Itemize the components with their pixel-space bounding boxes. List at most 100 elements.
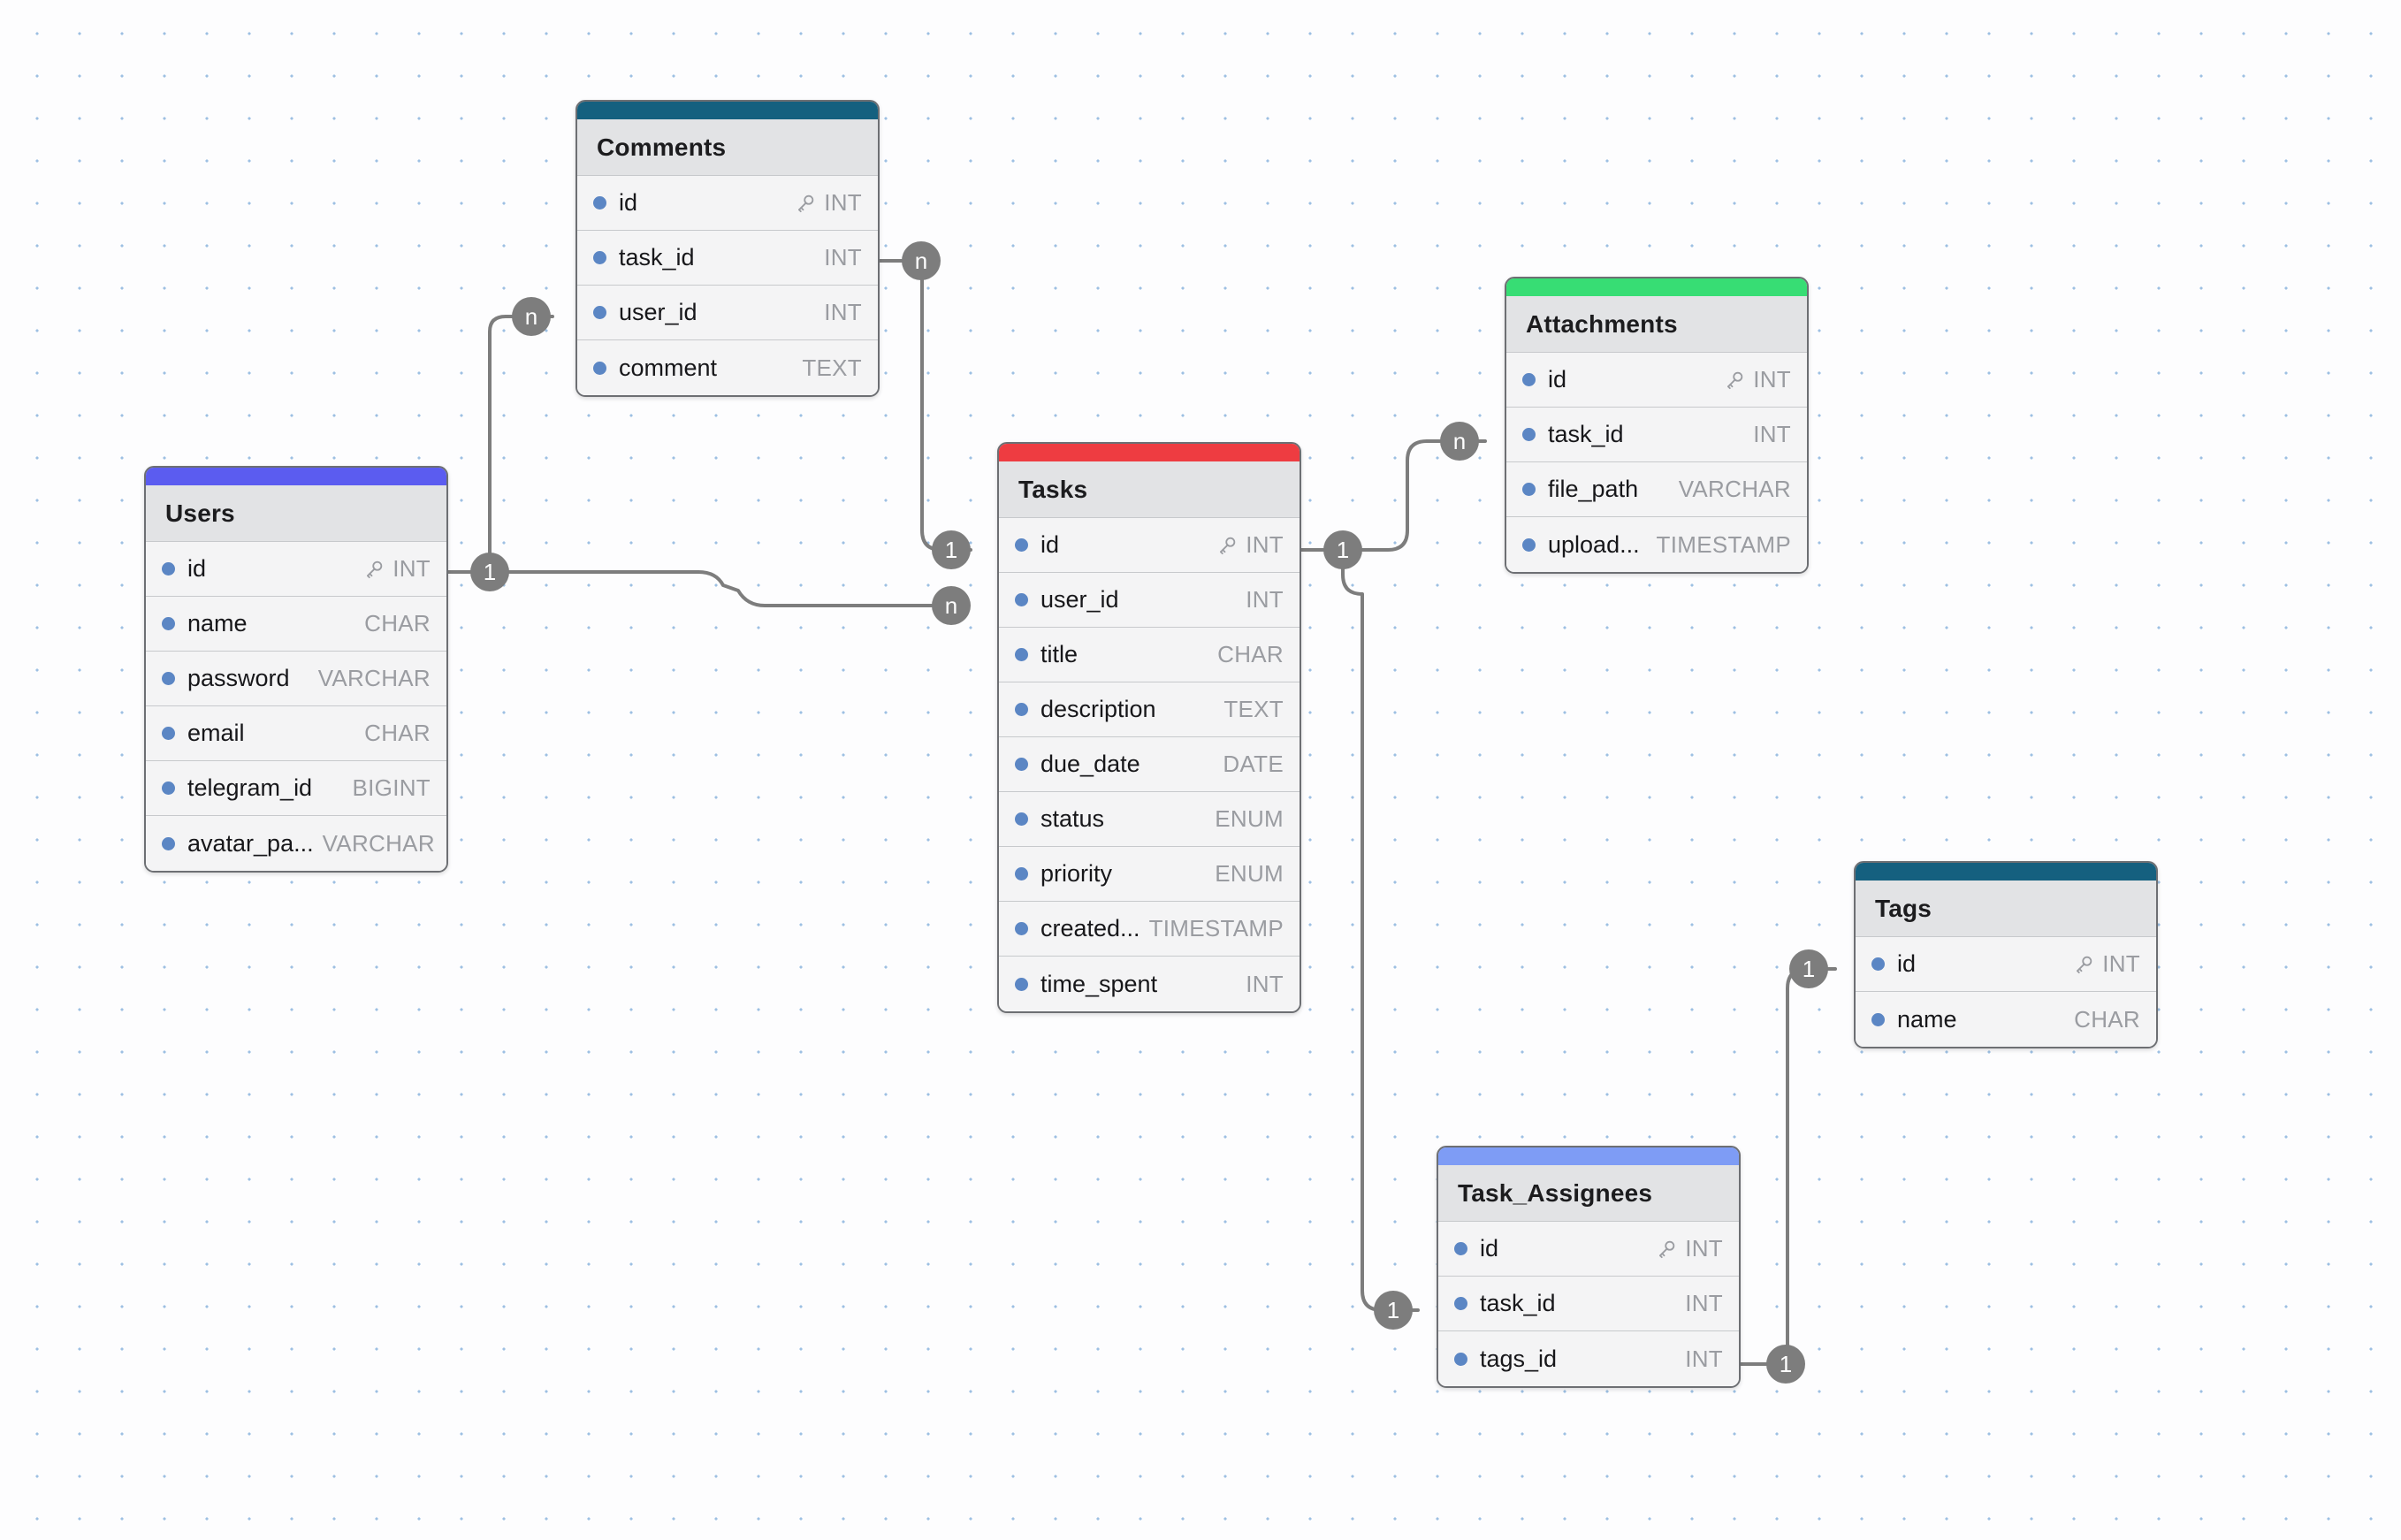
table-accent-bar (1438, 1147, 1739, 1165)
primary-key-icon (362, 558, 385, 581)
column-bullet-icon (1015, 703, 1028, 717)
relationship-edge-tasks-task_assignees[interactable] (1341, 553, 1420, 1312)
table-row[interactable]: avatar_pa...VARCHAR (146, 816, 446, 872)
column-type: VARCHAR (1678, 476, 1791, 503)
relationship-edge-users-tasks[interactable] (446, 570, 955, 607)
column-name: id (1480, 1235, 1499, 1262)
column-type: INT (1246, 970, 1284, 997)
column-bullet-icon (1454, 1297, 1467, 1311)
cardinality-badge-tasks-attachments-n[interactable]: n (1440, 422, 1479, 461)
column-bullet-icon (1871, 1012, 1885, 1026)
table-row[interactable]: task_id INT (1506, 408, 1807, 463)
cardinality-badge-task_assignees-tags-1[interactable]: 1 (1789, 949, 1828, 988)
column-bullet-icon (1871, 957, 1885, 972)
relationship-edge-task_assignees-tags[interactable] (1739, 967, 1837, 1366)
cardinality-badge-users-comments-n[interactable]: n (512, 297, 551, 336)
column-bullet-icon (1522, 373, 1536, 387)
column-name: description (1040, 696, 1156, 723)
column-name: name (1897, 1005, 1957, 1033)
table-row[interactable]: upload... TIMESTAMP (1506, 517, 1807, 573)
column-bullet-icon (162, 617, 175, 631)
column-type: INT (1753, 421, 1791, 448)
column-type: CHAR (2074, 1005, 2140, 1033)
cardinality-badge-task_assignees-tags-1[interactable]: 1 (1766, 1345, 1805, 1384)
column-name: task_id (619, 244, 695, 271)
cardinality-badge-tasks-attachments-1[interactable]: 1 (1323, 530, 1362, 569)
column-bullet-icon (593, 361, 606, 375)
column-name: id (1897, 950, 1917, 978)
column-type: INT (1246, 531, 1284, 559)
table-title: Tags (1856, 881, 2156, 938)
column-type: INT (1685, 1235, 1723, 1262)
column-bullet-icon (1454, 1242, 1467, 1256)
column-bullet-icon (1015, 758, 1028, 772)
table-title: Task_Assignees (1438, 1165, 1739, 1223)
table-accent-bar (1856, 863, 2156, 881)
table-row[interactable]: created...TIMESTAMP (999, 902, 1300, 957)
column-type: VARCHAR (322, 829, 435, 857)
column-bullet-icon (162, 727, 175, 741)
cardinality-badge-users-tasks-n[interactable]: n (932, 586, 971, 625)
column-type: CHAR (364, 610, 431, 637)
column-name: status (1040, 805, 1105, 833)
column-type: ENUM (1215, 860, 1284, 888)
column-name: task_id (1548, 421, 1624, 448)
column-name: due_date (1040, 751, 1140, 778)
column-name: priority (1040, 860, 1113, 888)
column-bullet-icon (1015, 922, 1028, 936)
cardinality-badge-tasks-task_assignees-1[interactable]: 1 (1374, 1291, 1413, 1330)
table-row[interactable]: id INT (1438, 1222, 1739, 1277)
column-name: title (1040, 641, 1079, 668)
column-bullet-icon (162, 781, 175, 796)
cardinality-badge-comments-tasks-n[interactable]: n (902, 241, 941, 280)
column-type: INT (1246, 586, 1284, 614)
column-bullet-icon (593, 251, 606, 265)
table-row[interactable]: name CHAR (1856, 992, 2156, 1048)
column-name: upload... (1548, 530, 1640, 558)
primary-key-icon (1723, 369, 1746, 392)
table-row[interactable]: priority ENUM (999, 847, 1300, 903)
column-name: task_id (1480, 1290, 1556, 1317)
column-name: telegram_id (187, 774, 313, 802)
cardinality-badge-users-tasks-1[interactable]: 1 (470, 553, 509, 591)
primary-key-icon (1655, 1238, 1678, 1261)
table-accent-bar (999, 444, 1300, 461)
cardinality-badge-comments-tasks-1[interactable]: 1 (932, 530, 971, 569)
table-title: Attachments (1506, 296, 1807, 354)
column-type: TIMESTAMP (1656, 530, 1791, 558)
relationship-edge-users-comments[interactable] (488, 315, 554, 574)
relationship-edge-comments-tasks[interactable] (878, 259, 972, 552)
